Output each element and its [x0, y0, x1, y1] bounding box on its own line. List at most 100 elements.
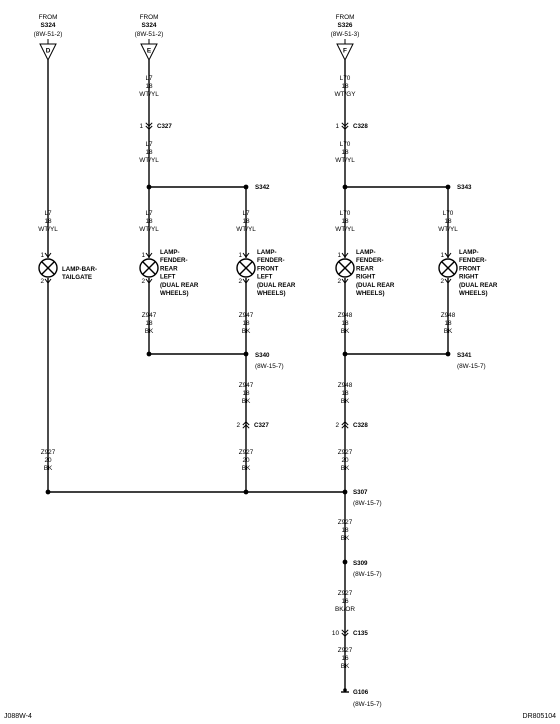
c328-bot-name: C328: [353, 422, 368, 429]
c327-bot-name: C327: [254, 422, 269, 429]
w-l1-gauge: 18: [145, 218, 153, 225]
w-l4-gauge: 18: [444, 218, 452, 225]
lamp-fl-pin-in: 1: [238, 252, 242, 259]
w-s341-c328-circuit: Z948: [338, 382, 353, 389]
src-e-from-label: FROM: [140, 14, 159, 21]
src-d-splice-label: S324: [41, 22, 56, 29]
lamp-rl-label-0: LAMP-: [160, 249, 180, 256]
lamp-fl-out-arrow-icon: [242, 278, 250, 284]
lamp-tailgate-out-arrow-icon: [44, 278, 52, 284]
w-tailgate-gnd-color: BK: [44, 465, 53, 472]
lamp-fl-label-0: LAMP-: [257, 249, 277, 256]
w-l2-gauge: 18: [242, 218, 250, 225]
w-f-mid-circuit: L70: [340, 141, 351, 148]
s341-name: S341: [457, 352, 472, 359]
w-f-top-color: WT/GY: [335, 91, 357, 98]
c135-chevron-icon: [341, 629, 349, 634]
w-g3-color: BK: [341, 328, 350, 335]
src-d-from-label: FROM: [39, 14, 58, 21]
ground-name: G106: [353, 689, 369, 696]
lamp-fr-cross-b: [441, 261, 455, 275]
lamp-fl-label-4: (DUAL REAR: [257, 282, 296, 289]
lamp-rr-label-3: RIGHT: [356, 274, 375, 281]
splice-dot-6: [342, 351, 348, 357]
lamp-rr-label-4: (DUAL REAR: [356, 282, 395, 289]
w-c135-g106-gauge: 16: [341, 655, 349, 662]
splice-dot-5: [243, 351, 249, 357]
lamp-fr-pin-out: 2: [440, 278, 444, 285]
c328-bot-pin: 2: [335, 422, 339, 429]
lamp-fr-out-arrow-icon: [444, 278, 452, 284]
w-e-top-color: WT/YL: [139, 91, 159, 98]
w-c327-s307-color: BK: [242, 465, 251, 472]
src-f-triangle-icon: [336, 43, 354, 62]
w-l1-color: WT/YL: [139, 226, 159, 233]
lamp-tailgate-in-arrow-icon: [44, 252, 52, 258]
c327-top-chevron-icon: [145, 125, 153, 130]
w-tailgate-gnd-circuit: Z927: [41, 449, 56, 456]
w-c328-s307-color: BK: [341, 465, 350, 472]
w-c327-s307-circuit: Z927: [239, 449, 254, 456]
w-e-mid-gauge: 18: [145, 149, 153, 156]
lamp-fl-label-1: FENDER-: [257, 257, 285, 264]
w-s341-c328-color: BK: [341, 398, 350, 405]
src-d-triangle-icon: [39, 43, 57, 62]
lamp-rr-in-arrow-icon: [341, 252, 349, 258]
lamp-fl-label-3: LEFT: [257, 274, 273, 281]
lamp-tailgate-cross-b: [41, 261, 55, 275]
w-c135-g106-circuit: Z927: [338, 647, 353, 654]
footer-right-code: DR805104: [523, 713, 557, 720]
w-g3-gauge: 18: [341, 320, 349, 327]
w-l3-gauge: 18: [341, 218, 349, 225]
w-l2-color: WT/YL: [236, 226, 256, 233]
lamp-fl-label-5: WHEELS): [257, 290, 286, 297]
w-s309-c135-gauge: 16: [341, 598, 349, 605]
lamp-tailgate-label-1: TAILGATE: [62, 274, 92, 281]
w-l4-color: WT/YL: [438, 226, 458, 233]
w-c328-s307-gauge: 20: [341, 457, 349, 464]
w-s307-s309-circuit: Z927: [338, 519, 353, 526]
s309-name: S309: [353, 560, 368, 567]
s307-ref: (8W-15-7): [353, 500, 382, 507]
s340-ref: (8W-15-7): [255, 363, 284, 370]
lamp-rr-label-2: REAR: [356, 265, 374, 272]
splice-dot-4: [146, 351, 152, 357]
lamp-rl-cross-b: [142, 261, 156, 275]
w-g4-gauge: 18: [444, 320, 452, 327]
footer-left-code: J088W-4: [4, 713, 32, 720]
lamp-rl-pin-out: 2: [141, 278, 145, 285]
w-l4-circuit: L70: [443, 210, 454, 217]
w-g4-color: BK: [444, 328, 453, 335]
w-d-color: WT/YL: [38, 226, 58, 233]
lamp-fl-label-2: FRONT: [257, 265, 279, 272]
lamp-fr-label-0: LAMP-: [459, 249, 479, 256]
c328-top-chevron-icon: [341, 125, 349, 130]
w-f-top-gauge: 18: [341, 83, 349, 90]
lamp-rl-label-3: LEFT: [160, 274, 176, 281]
wire-paths: [47, 39, 449, 692]
splice-dot-9: [243, 489, 249, 495]
w-e-top-circuit: L7: [145, 75, 153, 82]
src-e-letter: E: [147, 48, 152, 55]
lamp-rr-out-arrow-icon: [341, 278, 349, 284]
w-s341-c328-gauge: 18: [341, 390, 349, 397]
w-e-top-gauge: 18: [145, 83, 153, 90]
splice-dot-11: [342, 559, 348, 565]
c135-chevron-icon: [341, 632, 349, 637]
lamp-fr-label-3: RIGHT: [459, 274, 478, 281]
c328-bot-chevron-icon: [341, 424, 349, 429]
lamp-fl-pin-out: 2: [238, 278, 242, 285]
lamp-fl-in-arrow-icon: [242, 252, 250, 258]
lamp-tailgate-label-0: LAMP-BAR-: [62, 266, 97, 273]
src-e-ref-label: (8W-51-2): [135, 31, 164, 38]
lamp-fr-in-arrow-icon: [444, 252, 452, 258]
lamp-rl-pin-in: 1: [141, 252, 145, 259]
c327-top-chevron-icon: [145, 122, 153, 127]
src-d-ref-label: (8W-51-2): [34, 31, 63, 38]
lamp-fr-label-5: WHEELS): [459, 290, 488, 297]
c328-top-chevron-icon: [341, 122, 349, 127]
w-tailgate-gnd-gauge: 20: [44, 457, 52, 464]
c135-pin: 10: [332, 630, 340, 637]
lamp-rr-pin-out: 2: [337, 278, 341, 285]
w-s340-c327-gauge: 18: [242, 390, 250, 397]
